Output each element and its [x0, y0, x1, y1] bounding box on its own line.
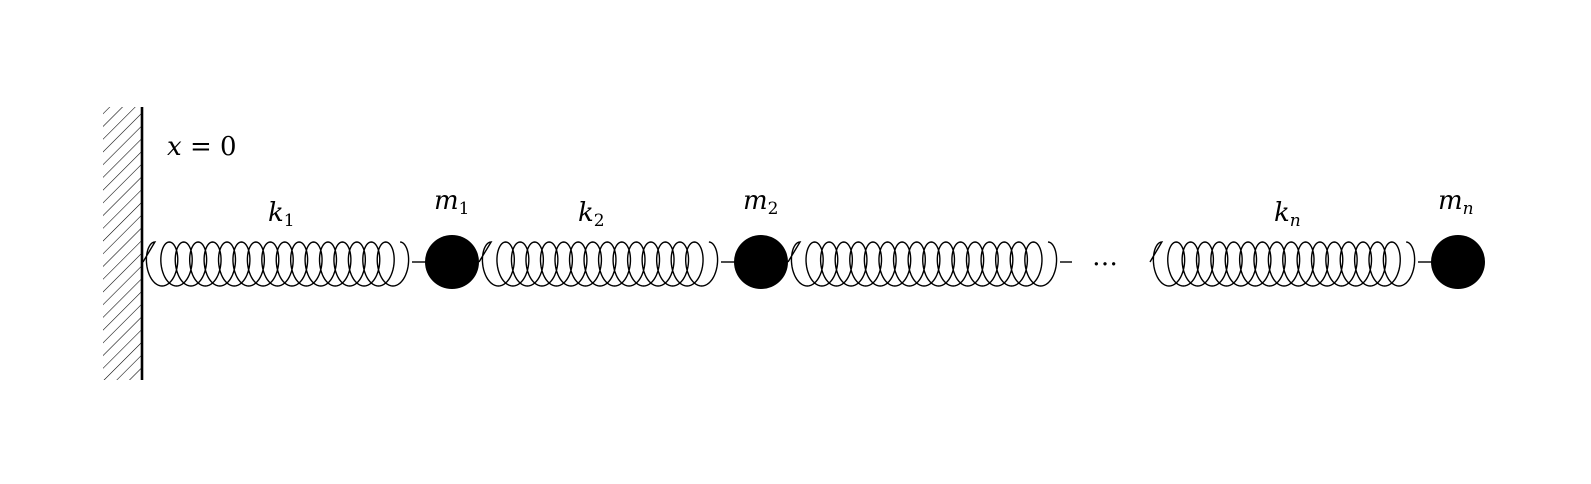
mass-label-mn: mn [1438, 186, 1474, 219]
spring-label-k1: k1 [268, 198, 295, 231]
spring-k1 [142, 241, 410, 287]
mass-mn [1431, 235, 1485, 289]
spring-label-kn: kn [1274, 198, 1301, 231]
spring-label-k1-index: 1 [283, 211, 295, 231]
spring-label-kn-index: n [1289, 211, 1301, 231]
mass-label-m1: m1 [434, 186, 469, 219]
mass-label-m2-symbol: m [743, 186, 768, 216]
mass-label-m1-symbol: m [434, 186, 459, 216]
spring-kn [1149, 241, 1416, 287]
spring-label-k1-symbol: k [268, 198, 284, 228]
mass-m2 [734, 235, 788, 289]
wall-label: x = 0 [167, 132, 237, 162]
wall-label-val: 0 [220, 132, 237, 162]
mass-label-mn-index: n [1462, 199, 1474, 219]
mass-m1 [425, 235, 479, 289]
spring-label-k2: k2 [578, 198, 605, 231]
spring-label-k2-index: 2 [593, 211, 605, 231]
wall [103, 107, 144, 380]
spring-label-k2-symbol: k [578, 198, 594, 228]
spring-label-kn-symbol: k [1274, 198, 1290, 228]
wall-hatching [103, 107, 142, 380]
mass-label-m2: m2 [743, 186, 778, 219]
mass-label-mn-symbol: m [1438, 186, 1463, 216]
ellipsis: … [1092, 242, 1118, 272]
spring-k2 [478, 241, 719, 287]
wall-label-eq: = [189, 132, 212, 162]
mass-label-m2-index: 2 [767, 199, 779, 219]
ellipsis-text: … [1092, 242, 1118, 272]
mass-label-m1-index: 1 [458, 199, 470, 219]
wall-label-var: x [167, 132, 182, 162]
spring-unlabeled [787, 241, 1058, 287]
